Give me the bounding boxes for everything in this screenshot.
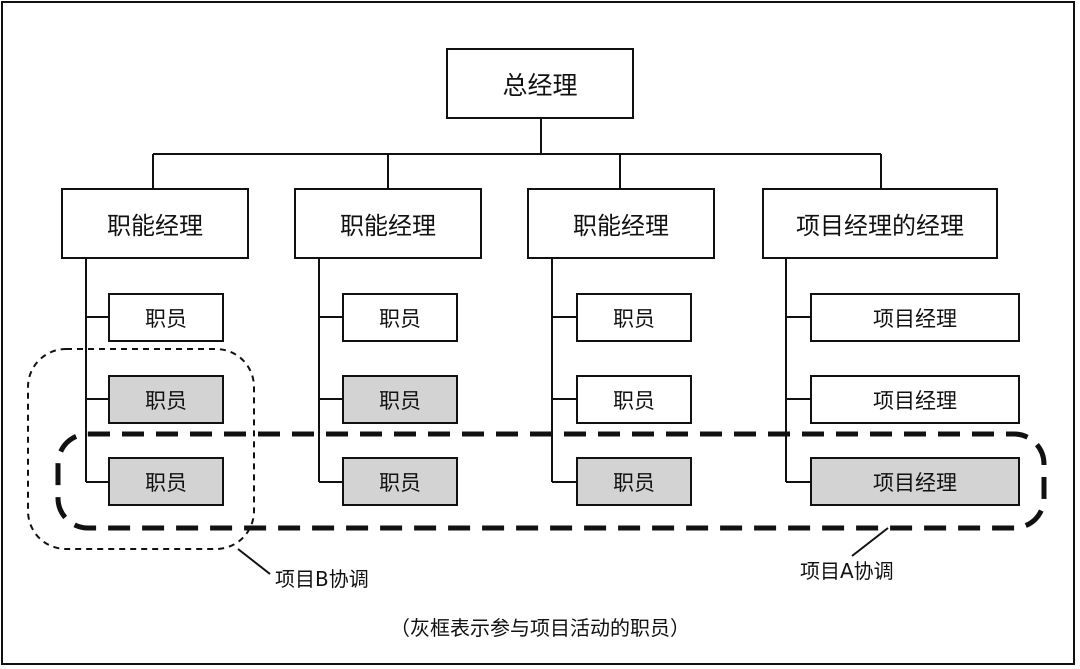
staff-box-highlighted: 职员 — [342, 375, 458, 424]
staff-label: 职员 — [613, 388, 655, 413]
staff-box: 职员 — [108, 293, 224, 342]
staff-label: 职员 — [145, 388, 187, 413]
staff-label: 职员 — [379, 388, 421, 413]
staff-label: 职员 — [613, 306, 655, 331]
manager-label: 职能经理 — [573, 212, 669, 240]
project-b-label: 项目B协调 — [275, 567, 369, 591]
staff-box-highlighted: 职员 — [576, 457, 692, 506]
project-manager-label: 项目经理 — [873, 306, 957, 331]
staff-label: 职员 — [145, 306, 187, 331]
project-manager-box: 项目经理 — [810, 293, 1020, 342]
manager-label: 项目经理的经理 — [796, 212, 964, 240]
manager-label: 职能经理 — [107, 212, 203, 240]
project-b-leader — [237, 548, 271, 575]
functional-manager-box-2: 职能经理 — [294, 188, 482, 259]
project-manager-label: 项目经理 — [873, 388, 957, 413]
project-managers-manager-box: 项目经理的经理 — [762, 188, 998, 259]
staff-box-highlighted: 职员 — [342, 457, 458, 506]
staff-label: 职员 — [613, 470, 655, 495]
staff-box: 职员 — [576, 375, 692, 424]
staff-label: 职员 — [145, 470, 187, 495]
manager-label: 职能经理 — [340, 212, 436, 240]
staff-label: 职员 — [379, 470, 421, 495]
staff-box: 职员 — [576, 293, 692, 342]
project-a-region — [55, 431, 1047, 531]
functional-manager-box-3: 职能经理 — [527, 188, 715, 259]
project-manager-label: 项目经理 — [873, 470, 957, 495]
staff-box: 职员 — [342, 293, 458, 342]
project-a-label: 项目A协调 — [800, 559, 894, 583]
general-manager-box: 总经理 — [446, 48, 634, 119]
legend-caption: （灰框表示参与项目活动的职员） — [390, 616, 690, 640]
project-b-region — [27, 348, 255, 550]
staff-box-highlighted: 职员 — [108, 375, 224, 424]
project-manager-box-highlighted: 项目经理 — [810, 457, 1020, 506]
project-manager-box: 项目经理 — [810, 375, 1020, 424]
project-a-leader — [851, 527, 889, 557]
staff-box-highlighted: 职员 — [108, 457, 224, 506]
staff-label: 职员 — [379, 306, 421, 331]
functional-manager-box-1: 职能经理 — [61, 188, 249, 259]
general-manager-label: 总经理 — [502, 70, 578, 100]
